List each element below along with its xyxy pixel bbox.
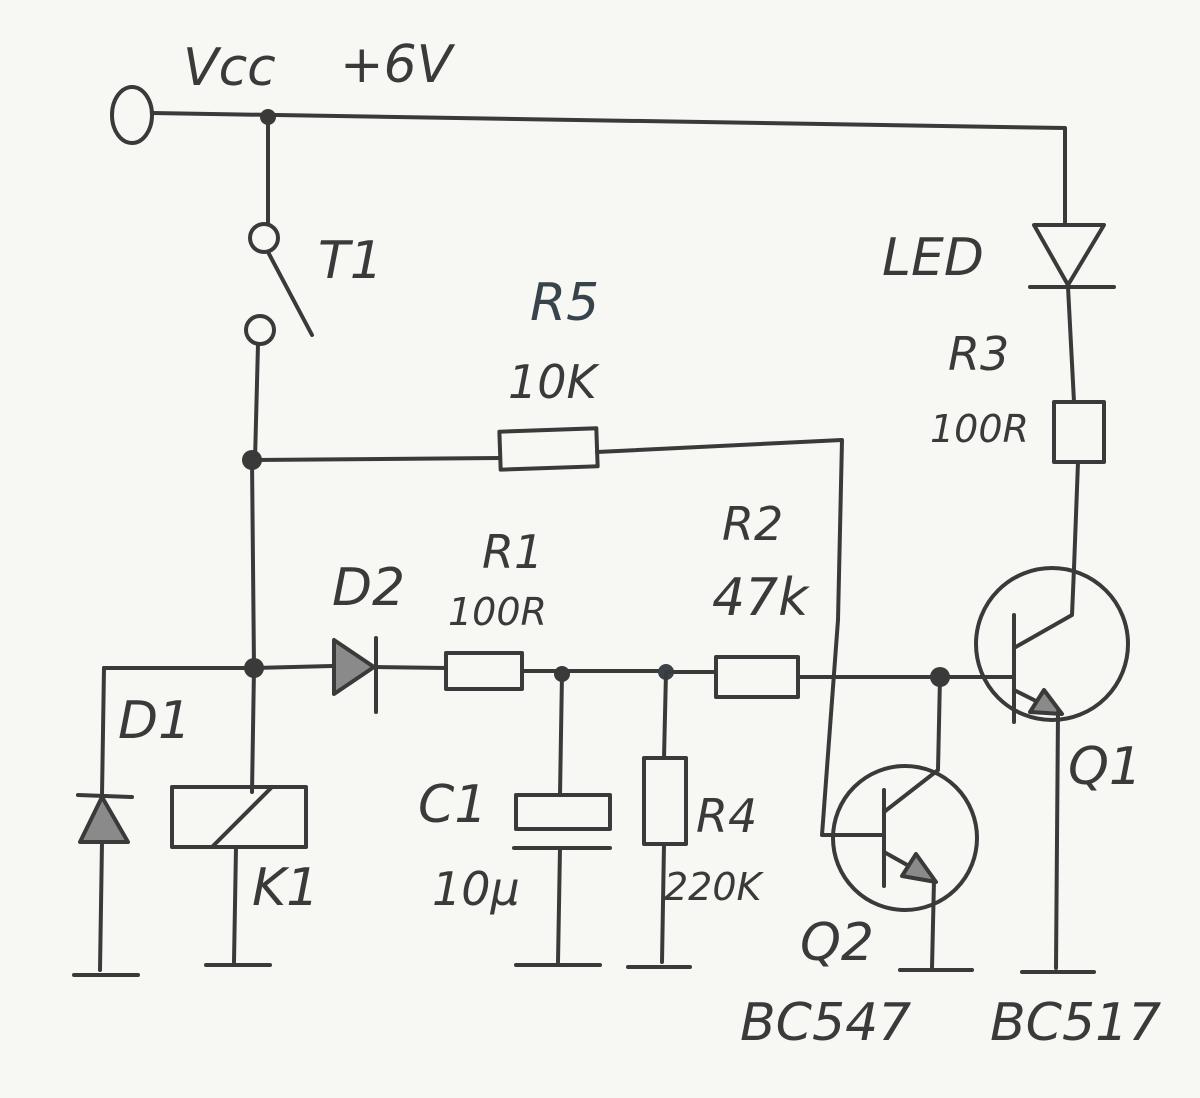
diode-d2 xyxy=(252,636,448,714)
transistor-q2-label: Q2 xyxy=(800,913,874,973)
resistor-r2 xyxy=(664,655,942,699)
capacitor-c1-value: 10µ xyxy=(432,862,520,916)
led xyxy=(1028,223,1116,404)
relay-k1 xyxy=(170,666,308,967)
transistor-q2 xyxy=(820,618,979,972)
resistor-r4-value: 220K xyxy=(664,865,765,909)
resistor-r1-label: R1 xyxy=(482,525,543,579)
resistor-r1-value: 100R xyxy=(448,590,547,634)
led-label: LED xyxy=(882,228,984,288)
resistor-r3-label: R3 xyxy=(948,327,1009,381)
transistor-q2-type: BC547 xyxy=(740,993,911,1053)
transistor-q1 xyxy=(938,566,1130,974)
resistor-r5-value: 10K xyxy=(508,355,601,409)
resistor-r1 xyxy=(444,651,668,691)
resistor-r2-label: R2 xyxy=(722,497,783,551)
switch-t1 xyxy=(244,115,314,462)
diode-d1 xyxy=(72,666,140,977)
resistor-r4 xyxy=(626,670,692,969)
resistor-r3 xyxy=(1052,400,1106,570)
capacitor-c1 xyxy=(512,672,612,967)
vcc-label: Vcc xyxy=(183,38,276,98)
resistor-r4-label: R4 xyxy=(696,789,757,843)
supply-voltage-label: +6V xyxy=(340,35,456,95)
resistor-r5 xyxy=(250,426,844,622)
relay-k1-label: K1 xyxy=(252,858,319,918)
capacitor-c1-label: C1 xyxy=(418,775,487,835)
transistor-q1-label: Q1 xyxy=(1068,737,1142,797)
resistor-r5-label: R5 xyxy=(530,273,599,333)
supply-terminal xyxy=(110,85,1067,227)
transistor-q1-type: BC517 xyxy=(990,993,1161,1053)
resistor-r3-value: 100R xyxy=(930,407,1029,451)
diode-d2-label: D2 xyxy=(332,558,405,618)
resistor-r2-value: 47k xyxy=(712,568,810,628)
switch-t1-label: T1 xyxy=(318,231,383,291)
diode-d1-label: D1 xyxy=(118,691,191,751)
